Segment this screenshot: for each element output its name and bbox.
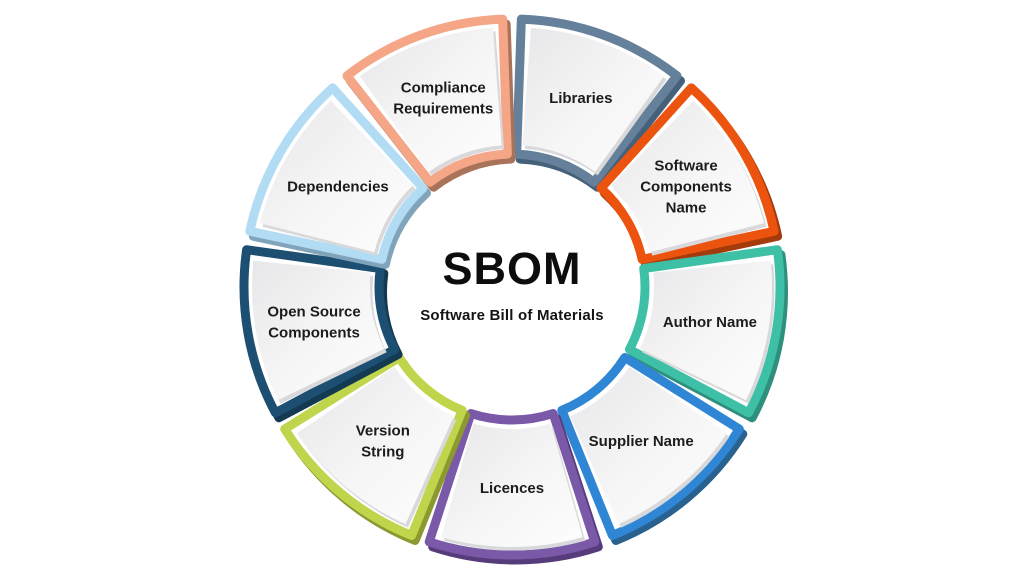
segment-panel-licences: [441, 423, 583, 548]
segment-label-author-name: Author Name: [663, 314, 757, 331]
segment-panel-version-string: [296, 366, 454, 525]
segment-label-libraries: Libraries: [549, 90, 612, 107]
segment-panel-software-components-name: [611, 100, 765, 253]
segment-panel-libraries: [522, 27, 665, 172]
segment-panel-author-name: [639, 260, 772, 401]
segment-label-licences: Licences: [480, 480, 544, 497]
segment-panel-compliance-requirements: [359, 27, 502, 172]
segment-panel-dependencies: [259, 100, 413, 253]
segment-label-dependencies: Dependencies: [287, 179, 389, 196]
segment-panel-open-source-components: [252, 260, 385, 401]
segment-panel-supplier-name: [570, 366, 728, 525]
segment-label-supplier-name: Supplier Name: [589, 433, 694, 450]
